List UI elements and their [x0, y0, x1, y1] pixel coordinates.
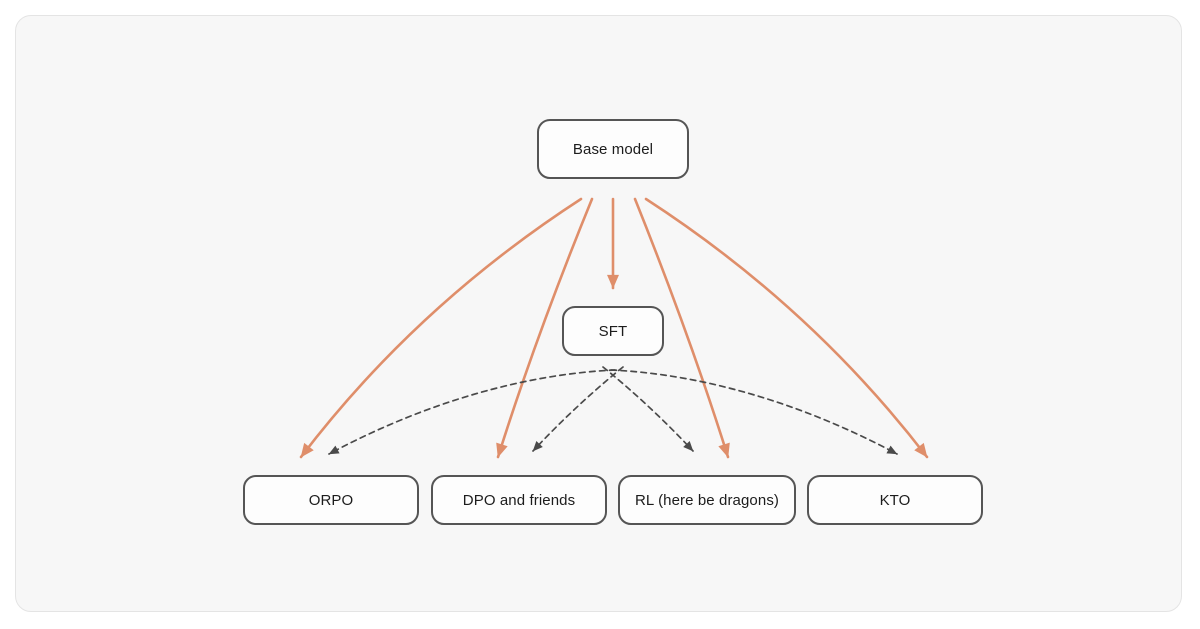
edge-base-to-orpo	[299, 197, 583, 459]
node-label: Base model	[572, 140, 654, 158]
node-label: DPO and friends	[462, 491, 576, 509]
edge-base-to-kto	[644, 197, 929, 459]
node-sft: SFT	[562, 306, 664, 356]
node-kto: KTO	[807, 475, 983, 525]
node-label: KTO	[879, 491, 911, 509]
diagram-canvas: Base model SFT ORPO DPO and friends RL (…	[15, 15, 1182, 612]
edge-sft-to-dpo	[532, 366, 624, 452]
node-label: SFT	[598, 322, 628, 340]
node-dpo-and-friends: DPO and friends	[431, 475, 607, 525]
node-base-model: Base model	[537, 119, 689, 179]
edge-sft-to-kto	[610, 369, 898, 455]
node-orpo: ORPO	[243, 475, 419, 525]
node-label: RL (here be dragons)	[634, 491, 780, 509]
edge-sft-to-rl	[602, 366, 694, 452]
edge-sft-to-orpo	[328, 369, 616, 455]
node-label: ORPO	[308, 491, 354, 509]
node-rl-here-be-dragons: RL (here be dragons)	[618, 475, 796, 525]
